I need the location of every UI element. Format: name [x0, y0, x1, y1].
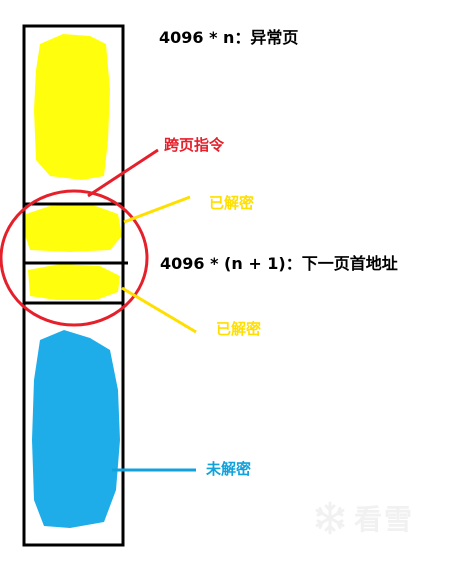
watermark-text: 看雪: [354, 503, 415, 536]
kanxue-watermark: 看雪: [312, 498, 414, 538]
page-n-label: 4096 * n：异常页: [159, 28, 299, 47]
memory-column: [22, 24, 125, 547]
snowflake-icon: [315, 501, 345, 535]
decrypted-1-pointer: [123, 195, 191, 224]
undecrypted-region-fill: [32, 330, 120, 528]
decrypted-2-pointer: [121, 286, 197, 334]
exception-page-fill: [34, 34, 110, 180]
next-page-address-label: 4096 * (n + 1)：下一页首地址: [160, 254, 398, 273]
cross-page-instruction-label: 跨页指令: [164, 136, 225, 154]
undecrypted-label: 未解密: [206, 460, 252, 478]
cross-page-pointer: [87, 148, 159, 198]
decrypted-label-1: 已解密: [209, 194, 255, 212]
cross-page-highlight-circle: [0, 189, 149, 327]
decrypted-label-2: 已解密: [216, 320, 262, 338]
decrypted-segment-1-fill: [24, 204, 122, 252]
decrypted-segment-2-fill: [28, 264, 120, 300]
